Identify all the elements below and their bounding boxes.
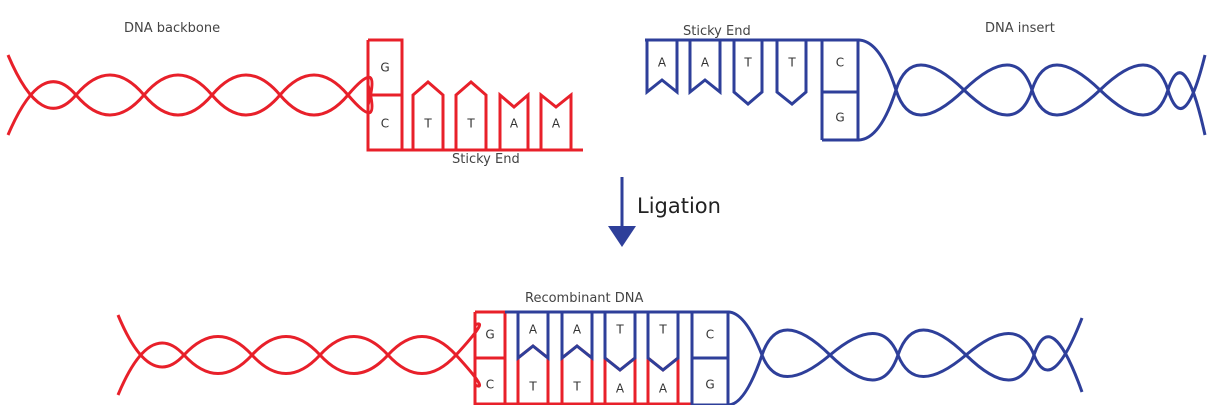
sticky-end-right-label: Sticky End (683, 24, 751, 39)
backbone-base-bottom-0: C (381, 117, 389, 131)
backbone-base-bottom-3: A (510, 117, 519, 131)
backbone-base-bottom-2: T (466, 117, 475, 131)
recombinant-backbone-helix-bottom (116, 335, 481, 396)
backbone-base-top-0: G (380, 61, 389, 75)
recombinant-base-bottom-2: T (572, 380, 581, 394)
recombinant-base-top-1: A (529, 323, 538, 337)
recombinant-base-bottom-1: T (528, 380, 537, 394)
insert-base-top-2: T (743, 56, 752, 70)
recombinant-base-top-4: T (658, 323, 667, 337)
insert-base-top-1: A (701, 56, 710, 70)
recombinant-base-top-2: A (573, 323, 582, 337)
recombinant-joined-block (473, 310, 730, 405)
sticky-end-left-label: Sticky End (452, 152, 520, 167)
insert-base-top-4: C (836, 56, 844, 70)
backbone-sticky-end (366, 38, 583, 152)
recombinant-base-top-5: C (706, 328, 714, 342)
ligation-label: Ligation (637, 194, 721, 218)
insert-helix-strand-top (857, 38, 1207, 117)
dna-backbone-label: DNA backbone (124, 21, 220, 36)
recombinant-base-bottom-3: A (616, 382, 625, 396)
ligation-arrow (608, 177, 636, 247)
dna-insert-label: DNA insert (985, 21, 1055, 36)
recombinant-base-top-3: T (615, 323, 624, 337)
backbone-helix-strand-bottom (6, 73, 374, 136)
insert-base-top-0: A (658, 56, 667, 70)
recombinant-base-bottom-5: G (705, 378, 714, 392)
backbone-base-bottom-1: T (423, 117, 432, 131)
recombinant-insert-helix-bottom (727, 328, 1084, 405)
recombinant-dna-label: Recombinant DNA (525, 291, 643, 306)
insert-sticky-end (645, 38, 860, 142)
recombinant-base-bottom-0: C (486, 378, 494, 392)
insert-base-bottom-0: G (835, 111, 844, 125)
recombinant-base-top-0: G (485, 328, 494, 342)
insert-helix-strand-bottom (857, 63, 1207, 142)
backbone-base-bottom-4: A (552, 117, 561, 131)
recombinant-base-bottom-4: A (659, 382, 668, 396)
insert-base-top-3: T (787, 56, 796, 70)
